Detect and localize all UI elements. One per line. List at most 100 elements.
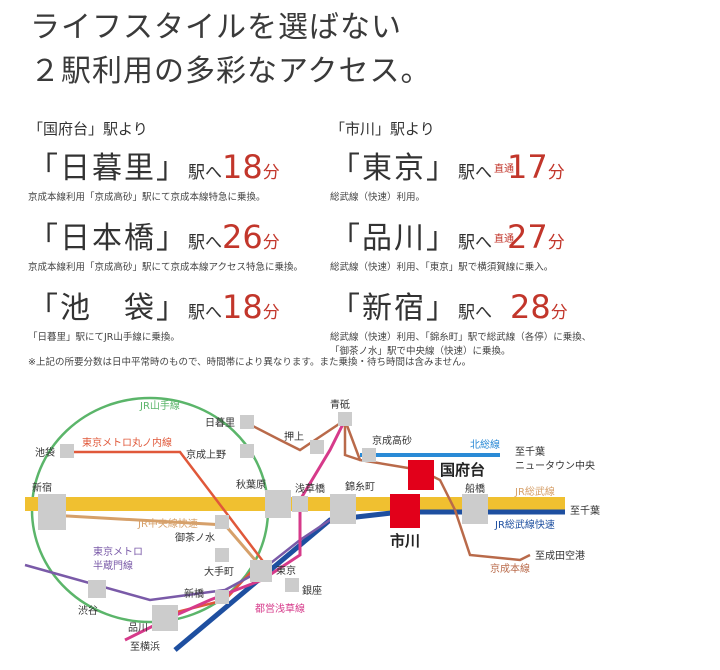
- station-ikebukuro: [60, 444, 74, 458]
- route-eki: 駅へ: [458, 163, 492, 183]
- station-otemachi: [215, 548, 229, 562]
- label-konodai: 国府台: [440, 461, 485, 479]
- route-fun: 分: [547, 163, 565, 183]
- label-to-chiba-nt-2: ニュータウン中央: [515, 459, 595, 472]
- station-ochanomizu: [215, 515, 229, 529]
- route-shinjuku: 「新宿」駅へ 28分 総武線（快速）利用、「錦糸町」駅で総武線（各停）に乗換、 「…: [330, 289, 660, 359]
- label-ichikawa: 市川: [390, 532, 420, 550]
- label-asakusabashi: 浅草橋: [295, 482, 325, 495]
- label-akihabara: 秋葉原: [236, 478, 266, 491]
- route-note: 京成本線利用「京成高砂」駅にて京成本線アクセス特急に乗換。: [28, 262, 304, 273]
- route-minutes: 28: [510, 288, 551, 326]
- label-to-yokohama: 至横浜: [130, 640, 160, 653]
- route-fun: 分: [262, 163, 280, 183]
- from-konodai: 「国府台」駅より: [28, 120, 148, 138]
- route-note: 総武線（快速）利用。: [330, 192, 426, 203]
- station-kinshicho: [330, 494, 356, 524]
- label-hokuso: 北総線: [470, 438, 500, 451]
- station-funabashi: [462, 494, 488, 524]
- label-sobu-rapid: JR総武線快速: [494, 518, 555, 531]
- headline-line2: ２駅利用の多彩なアクセス。: [30, 54, 432, 89]
- route-note: 京成本線利用「京成高砂」駅にて京成本線特急に乗換。: [28, 192, 266, 203]
- route-minutes: 18: [222, 148, 263, 186]
- route-dest: 「品川」: [330, 221, 458, 256]
- label-to-narita: 至成田空港: [535, 549, 585, 562]
- ichikawa-routes: 「市川」駅より 「東京」駅へ直通17分 総武線（快速）利用。 「品川」駅へ直通2…: [330, 118, 660, 373]
- route-note: 総武線（快速）利用、「東京」駅で横須賀線に乗入。: [330, 262, 554, 273]
- label-funabashi: 船橋: [465, 482, 485, 495]
- route-nippori: 「日暮里」駅へ18分 京成本線利用「京成高砂」駅にて京成本線特急に乗換。: [28, 149, 358, 205]
- konodai-routes: 「国府台」駅より 「日暮里」駅へ18分 京成本線利用「京成高砂」駅にて京成本線特…: [28, 118, 358, 359]
- route-dest: 「日暮里」: [28, 151, 188, 186]
- route-minutes: 18: [222, 288, 263, 326]
- label-otemachi: 大手町: [204, 565, 234, 578]
- label-hanzomon-1: 東京メトロ: [93, 545, 143, 558]
- route-fun: 分: [262, 233, 280, 253]
- station-keisei-ueno: [240, 444, 254, 458]
- route-eki: 駅へ: [458, 303, 492, 323]
- label-aoto: 青砥: [330, 398, 350, 411]
- label-ikebukuro: 池袋: [35, 446, 55, 459]
- label-ochanomizu: 御茶ノ水: [175, 531, 215, 544]
- keisei-oshiage-branch: [343, 420, 361, 462]
- label-keisei-ueno: 京成上野: [186, 448, 226, 461]
- route-minutes: 17: [507, 148, 548, 186]
- station-ichikawa: [390, 494, 420, 528]
- hanzomon-line: [24, 508, 346, 602]
- station-nippori: [240, 415, 254, 429]
- label-shibuya: 渋谷: [78, 604, 98, 617]
- station-shinbashi: [215, 590, 229, 604]
- label-marunouchi: 東京メトロ丸ノ内線: [82, 436, 172, 449]
- route-eki: 駅へ: [188, 163, 222, 183]
- label-hanzomon-2: 半蔵門線: [93, 559, 133, 572]
- label-nippori: 日暮里: [205, 416, 235, 429]
- station-shibuya: [88, 580, 106, 598]
- label-yamanote: JR山手線: [139, 399, 180, 412]
- label-shinagawa: 品川: [128, 622, 148, 634]
- route-eki: 駅へ: [458, 233, 492, 253]
- route-fun: 分: [550, 303, 568, 323]
- station-shinjuku: [38, 494, 66, 530]
- label-keisei: 京成本線: [490, 562, 530, 575]
- route-shinagawa: 「品川」駅へ直通27分 総武線（快速）利用、「東京」駅で横須賀線に乗入。: [330, 219, 660, 275]
- route-dest: 「新宿」: [330, 291, 458, 326]
- station-aoto: [338, 412, 352, 426]
- station-konodai: [408, 460, 434, 490]
- label-asakusa: 都営浅草線: [255, 602, 305, 615]
- label-shinbashi: 新橋: [184, 587, 204, 600]
- route-note: 総武線（快速）利用、「錦糸町」駅で総武線（各停）に乗換、 「御茶ノ水」駅で中央線…: [330, 332, 592, 357]
- route-note: 「日暮里」駅にてJR山手線に乗換。: [28, 332, 180, 343]
- station-ginza: [285, 578, 299, 592]
- footnote: ※上記の所要分数は日中平常時のもので、時間帯により異なります。また乗換・待ち時間…: [28, 357, 472, 368]
- label-oshiage: 押上: [284, 430, 304, 443]
- station-tokyo: [250, 560, 272, 582]
- headline: ライフスタイルを選ばない ２駅利用の多彩なアクセス。: [30, 6, 432, 94]
- route-minutes: 26: [222, 218, 263, 256]
- route-dest: 「池 袋」: [28, 291, 188, 326]
- route-dest: 「東京」: [330, 151, 458, 186]
- route-nihonbashi: 「日本橋」駅へ26分 京成本線利用「京成高砂」駅にて京成本線アクセス特急に乗換。: [28, 219, 358, 275]
- label-to-chiba: 至千葉: [570, 504, 600, 517]
- station-oshiage: [310, 440, 324, 454]
- from-ichikawa: 「市川」駅より: [330, 120, 435, 138]
- label-shinjuku: 新宿: [32, 481, 52, 494]
- label-keisei-takasago: 京成高砂: [372, 434, 412, 447]
- route-tokyo: 「東京」駅へ直通17分 総武線（快速）利用。: [330, 149, 660, 205]
- label-chuo: JR中央線快速: [137, 517, 198, 530]
- label-tokyo: 東京: [276, 564, 296, 577]
- route-dest: 「日本橋」: [28, 221, 188, 256]
- chokutsu-badge: 直通: [494, 164, 514, 175]
- route-ikebukuro: 「池 袋」駅へ18分 「日暮里」駅にてJR山手線に乗換。: [28, 289, 358, 345]
- route-eki: 駅へ: [188, 303, 222, 323]
- route-fun: 分: [547, 233, 565, 253]
- station-asakusabashi: [292, 496, 308, 512]
- chokutsu-badge: 直通: [494, 234, 514, 245]
- route-eki: 駅へ: [188, 233, 222, 253]
- headline-line1: ライフスタイルを選ばない: [30, 10, 402, 45]
- route-fun: 分: [262, 303, 280, 323]
- route-minutes: 27: [507, 218, 548, 256]
- label-to-chiba-nt-1: 至千葉: [515, 445, 545, 458]
- label-sobu: JR総武線: [514, 485, 555, 498]
- station-shinagawa: [152, 605, 178, 631]
